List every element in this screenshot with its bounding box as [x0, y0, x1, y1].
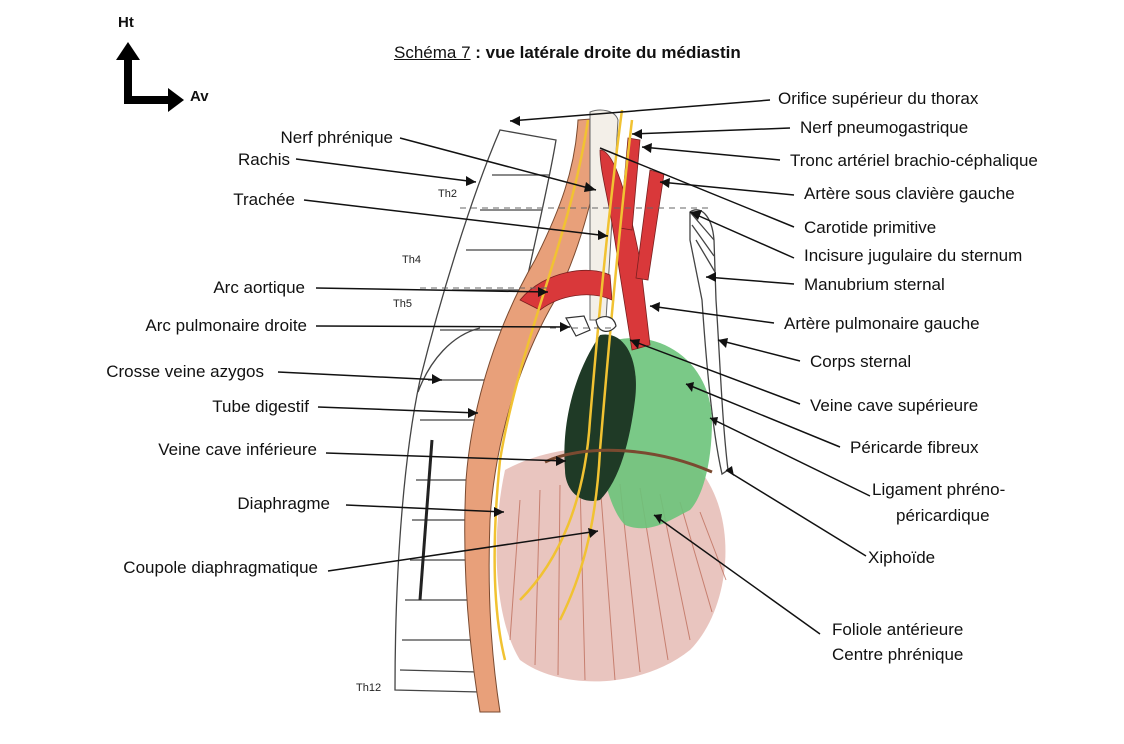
- label-veine-cave-inf: Veine cave inférieure: [158, 440, 317, 459]
- label-ligament-1: Ligament phréno-: [872, 480, 1006, 499]
- label-corps-sternal: Corps sternal: [810, 352, 912, 371]
- ivc-band: [544, 448, 713, 474]
- label-tronc-brachio: Tronc artériel brachio-céphalique: [790, 151, 1038, 170]
- label-carotide: Carotide primitive: [804, 218, 937, 237]
- label-pneumogastrique: Nerf pneumogastrique: [800, 118, 969, 137]
- sternum: [689, 209, 729, 476]
- pulmonary-arch: [565, 315, 617, 337]
- nerves: [493, 109, 634, 661]
- vertebra-th12: Th12: [356, 682, 382, 694]
- label-coupole: Coupole diaphragmatique: [123, 558, 318, 577]
- title-rest: : vue latérale droite du médiastin: [470, 43, 741, 62]
- label-rachis: Rachis: [238, 150, 290, 169]
- label-crosse-azygos: Crosse veine azygos: [106, 362, 264, 381]
- label-tube-digestif: Tube digestif: [212, 397, 309, 416]
- label-ligament-2: péricardique: [896, 506, 990, 525]
- label-diaphragme: Diaphragme: [237, 494, 330, 513]
- label-nerf-phrenique: Nerf phrénique: [280, 128, 393, 147]
- arteries: [519, 137, 665, 351]
- label-arc-pulmonaire: Arc pulmonaire droite: [145, 316, 307, 335]
- axis-up-label: Ht: [118, 14, 134, 31]
- leader-lines: [277, 99, 871, 635]
- label-pericarde: Péricarde fibreux: [850, 438, 979, 457]
- label-xiphoide: Xiphoïde: [868, 548, 936, 567]
- label-foliole: Foliole antérieure: [832, 620, 964, 639]
- label-trachee: Trachée: [233, 190, 295, 209]
- axis-forward-label: Av: [190, 88, 209, 105]
- title-prefix: Schéma 7: [394, 43, 471, 62]
- vertebra-th5: Th5: [393, 298, 412, 310]
- label-incisure-jugulaire: Incisure jugulaire du sternum: [804, 246, 1023, 265]
- label-centre-phrenique: Centre phrénique: [832, 645, 964, 664]
- orientation-arrows: [116, 42, 184, 112]
- label-arc-aortique: Arc aortique: [213, 278, 305, 297]
- arrowheads: [432, 116, 734, 538]
- vertebra-th4: Th4: [402, 254, 421, 266]
- vertebra-levels: [420, 207, 712, 329]
- label-manubrium: Manubrium sternal: [804, 275, 945, 294]
- label-artere-pulm-g: Artère pulmonaire gauche: [784, 314, 980, 333]
- label-sous-claviere: Artère sous clavière gauche: [804, 184, 1015, 203]
- label-orifice-sup: Orifice supérieur du thorax: [778, 89, 979, 108]
- heart-mass: [564, 334, 636, 501]
- label-veine-cave-sup: Veine cave supérieure: [810, 396, 979, 415]
- diagram-title: Schéma 7 : vue latérale droite du médias…: [394, 43, 741, 63]
- vertebra-th2: Th2: [438, 188, 457, 200]
